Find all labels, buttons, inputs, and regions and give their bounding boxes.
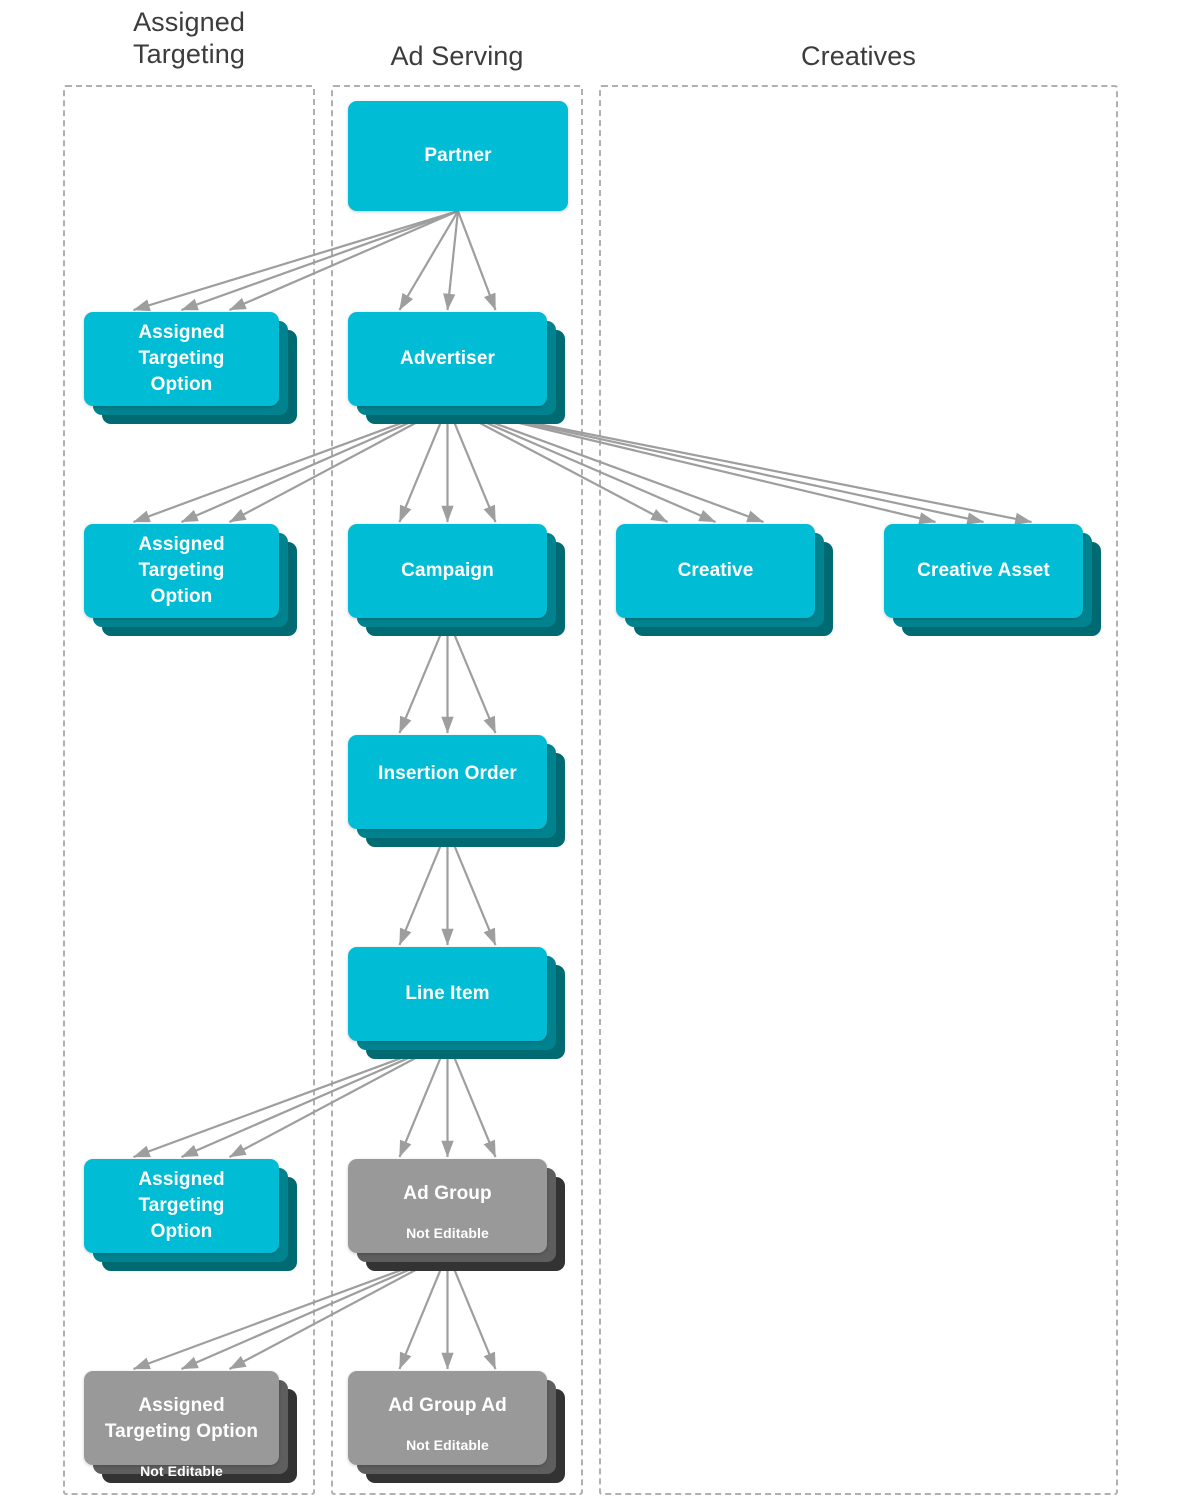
node-insertion-order[interactable]: Insertion Order xyxy=(348,735,565,847)
column-header-ad-serving: Ad Serving xyxy=(390,41,524,71)
node-title: Creative xyxy=(677,560,754,581)
node-creative-asset[interactable]: Creative Asset xyxy=(884,524,1101,636)
group-box-ad-serving xyxy=(331,85,583,1495)
node-face: Campaign xyxy=(348,524,547,618)
node-title: Assigned Targeting Option xyxy=(138,322,225,395)
node-title: Line Item xyxy=(405,983,490,1004)
node-subtitle: Not Editable xyxy=(406,1225,489,1241)
column-header-assigned-targeting: Assigned Targeting xyxy=(133,7,245,69)
node-title: Ad Group xyxy=(403,1183,492,1204)
node-line-item[interactable]: Line Item xyxy=(348,947,565,1059)
node-face: Advertiser xyxy=(348,312,547,406)
node-title: Insertion Order xyxy=(378,763,517,784)
node-face: Creative Asset xyxy=(884,524,1083,618)
node-face: Ad Group Ad Not Editable xyxy=(348,1371,547,1465)
node-assigned-targeting-option-advertiser[interactable]: Assigned Targeting Option xyxy=(84,524,297,636)
node-title: Ad Group Ad xyxy=(388,1395,507,1416)
node-title: Creative Asset xyxy=(917,560,1050,581)
node-title: Partner xyxy=(424,145,492,166)
node-face: Assigned Targeting Option xyxy=(84,312,279,406)
group-box-assigned-targeting xyxy=(63,85,315,1495)
node-face: Insertion Order xyxy=(348,735,547,829)
node-face: Line Item xyxy=(348,947,547,1041)
node-face: Assigned Targeting Option xyxy=(84,524,279,618)
node-title: Campaign xyxy=(401,560,494,581)
node-advertiser[interactable]: Advertiser xyxy=(348,312,565,424)
node-ad-group-ad[interactable]: Ad Group Ad Not Editable xyxy=(348,1371,565,1483)
node-title: Advertiser xyxy=(400,348,495,369)
column-header-creatives: Creatives xyxy=(801,41,916,71)
node-face: Creative xyxy=(616,524,815,618)
node-campaign[interactable]: Campaign xyxy=(348,524,565,636)
node-assigned-targeting-option-lineitem[interactable]: Assigned Targeting Option xyxy=(84,1159,297,1271)
node-face: Partner xyxy=(348,101,568,211)
node-creative[interactable]: Creative xyxy=(616,524,833,636)
node-partner[interactable]: Partner xyxy=(348,101,568,211)
node-title: Assigned Targeting Option xyxy=(138,1169,225,1242)
group-box-creatives xyxy=(599,85,1118,1495)
node-subtitle: Not Editable xyxy=(406,1437,489,1453)
node-title: Assigned Targeting Option xyxy=(104,1395,259,1442)
node-title: Assigned Targeting Option xyxy=(138,534,225,607)
node-face: Assigned Targeting Option xyxy=(84,1159,279,1253)
node-assigned-targeting-option-partner[interactable]: Assigned Targeting Option xyxy=(84,312,297,424)
node-subtitle: Not Editable xyxy=(140,1463,223,1479)
